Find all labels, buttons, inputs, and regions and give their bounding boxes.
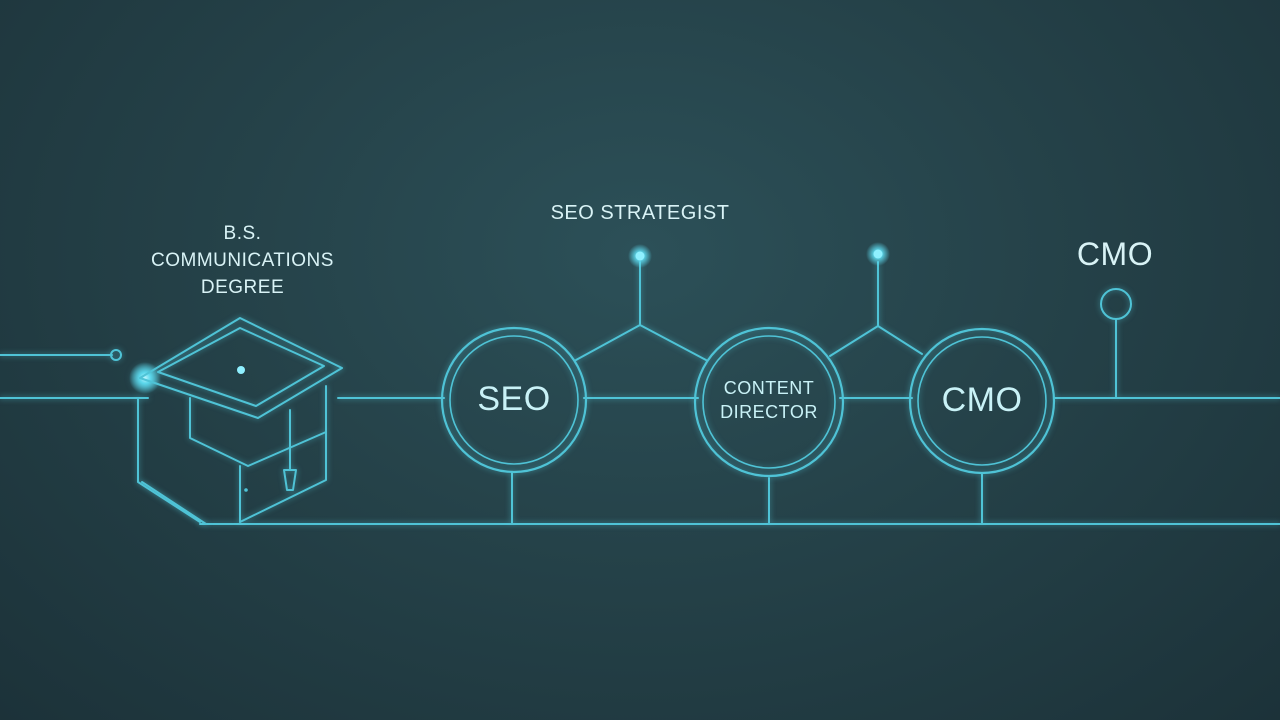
- branch-upper-right: [829, 325, 923, 357]
- seo-node: [440, 326, 588, 474]
- branch-seo-strategist: [575, 324, 707, 361]
- content-director-line1: CONTENT: [723, 378, 815, 398]
- degree-label: B.S. COMMUNICATIONS DEGREE: [120, 220, 365, 301]
- cmo-node-text: CMO: [941, 381, 1023, 419]
- cmo-top-label: CMO: [1076, 236, 1154, 272]
- cmo-node-label: CMO: [912, 381, 1052, 420]
- upper-right-dot: [873, 249, 883, 259]
- cmo-top-marker: [1100, 288, 1132, 320]
- degree-label-line2: COMMUNICATIONS: [151, 250, 334, 271]
- degree-label-line1: B.S.: [223, 223, 262, 244]
- content-director-node: [693, 326, 845, 478]
- graduation-cap-icon: [129, 317, 343, 525]
- cmo-node: [908, 327, 1056, 475]
- seo-node-label: SEO: [444, 380, 584, 419]
- cap-side-dot: [244, 488, 248, 492]
- cap-center-dot: [237, 366, 245, 374]
- seo-strategist-dot: [635, 251, 645, 261]
- content-director-node-label: CONTENT DIRECTOR: [697, 376, 841, 424]
- degree-label-line3: DEGREE: [200, 277, 285, 298]
- seo-node-text: SEO: [477, 380, 551, 418]
- seo-strategist-label: SEO STRATEGIST: [550, 202, 730, 224]
- content-director-line2: DIRECTOR: [720, 402, 818, 422]
- entry-connector-dot: [110, 349, 122, 361]
